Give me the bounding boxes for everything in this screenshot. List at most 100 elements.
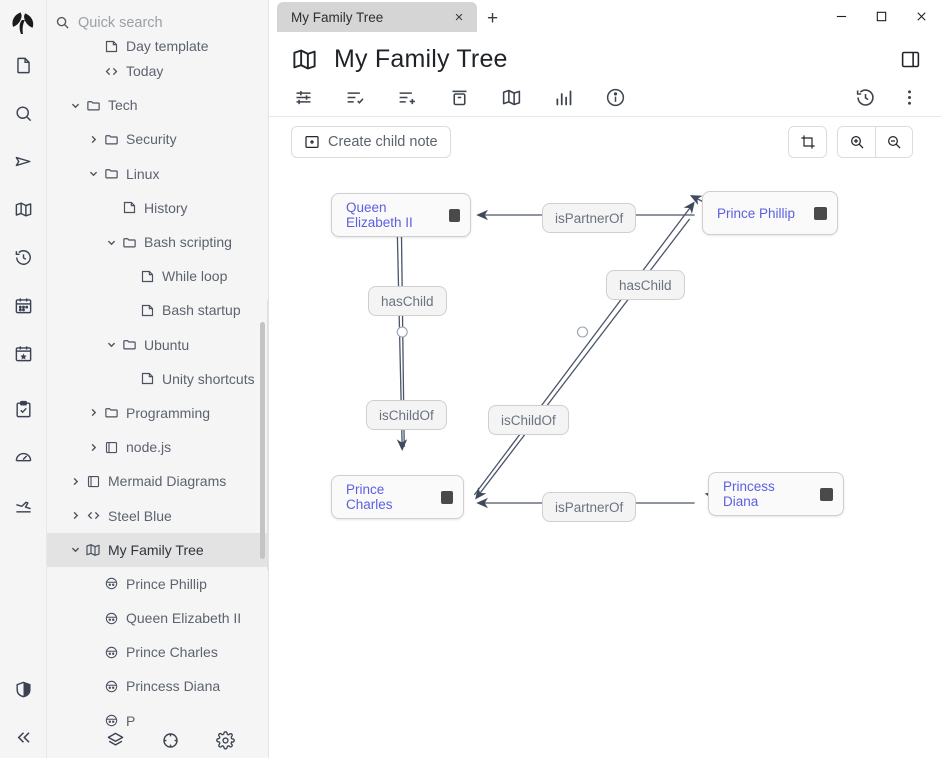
create-child-note-button[interactable]: Create child note <box>291 126 451 158</box>
edge-label-haschild[interactable]: hasChild <box>368 286 447 316</box>
map-icon[interactable] <box>499 86 523 110</box>
chevron-right-icon[interactable] <box>67 473 83 489</box>
graph-node-phillip[interactable]: Prince Phillip <box>702 191 838 235</box>
tree-item-unity-shortcuts[interactable]: Unity shortcuts <box>47 362 268 396</box>
tree-item-node-js[interactable]: node.js <box>47 430 268 464</box>
rail-item-dashboard[interactable] <box>5 442 41 472</box>
archive-icon[interactable] <box>447 86 471 110</box>
icon-rail <box>0 0 47 758</box>
graph-node-handle[interactable] <box>449 208 460 222</box>
tree-item-programming[interactable]: Programming <box>47 396 268 430</box>
minimize-button[interactable] <box>821 0 861 32</box>
chevron-right-icon[interactable] <box>85 439 101 455</box>
sliders-icon[interactable] <box>291 86 315 110</box>
rail-item-protected-session[interactable] <box>5 674 41 704</box>
tab-strip: My Family Tree × + <box>269 0 508 32</box>
edge-label-ispartnerof[interactable]: isPartnerOf <box>542 203 637 233</box>
graph-node-charles[interactable]: Prince Charles <box>331 475 464 519</box>
edge-label-ischildof[interactable]: isChildOf <box>366 400 447 430</box>
crop-icon[interactable] <box>789 127 826 157</box>
bar-chart-icon[interactable] <box>551 86 575 110</box>
rail-item-recent-changes[interactable] <box>5 242 41 272</box>
code-icon <box>101 64 121 79</box>
rail-collapse-button[interactable] <box>5 722 41 752</box>
tree-item-p[interactable]: P <box>47 704 268 738</box>
tree-item-bash-scripting[interactable]: Bash scripting <box>47 225 268 259</box>
tree-item-today[interactable]: Today <box>47 54 268 88</box>
chevron-right-icon[interactable] <box>85 405 101 421</box>
list-plus-icon[interactable] <box>395 86 419 110</box>
new-tab-button[interactable]: + <box>487 7 499 29</box>
list-check-icon[interactable] <box>343 86 367 110</box>
tree-item-security[interactable]: Security <box>47 122 268 156</box>
graph-node-queen[interactable]: Queen Elizabeth II <box>331 193 471 237</box>
tab-my-family-tree[interactable]: My Family Tree × <box>277 2 477 32</box>
tree-item-while-loop[interactable]: While loop <box>47 259 268 293</box>
rail-item-note-map[interactable] <box>5 194 41 224</box>
rail-item-travel[interactable] <box>5 490 41 520</box>
note-toolbar-right <box>853 86 927 110</box>
quick-search-input[interactable]: Quick search <box>78 14 163 31</box>
tree-item-history[interactable]: History <box>47 191 268 225</box>
note-icon <box>119 200 139 215</box>
edge-label-haschild[interactable]: hasChild <box>606 270 685 300</box>
graph-node-diana[interactable]: Princess Diana <box>708 472 844 516</box>
maximize-button[interactable] <box>861 0 901 32</box>
tree-item-mermaid-diagrams[interactable]: Mermaid Diagrams <box>47 464 268 498</box>
layers-icon[interactable] <box>106 731 125 750</box>
sidebar-scrollbar[interactable] <box>260 322 265 559</box>
window-controls <box>821 0 941 32</box>
zoom-out-icon[interactable] <box>875 127 912 157</box>
rail-item-tasks[interactable] <box>5 394 41 424</box>
graph-node-label: Princess Diana <box>723 479 775 509</box>
tab-close-icon[interactable]: × <box>454 8 464 26</box>
chevron-down-icon[interactable] <box>67 542 83 558</box>
tree-item-prince-phillip[interactable]: Prince Phillip <box>47 567 268 601</box>
chevron-right-icon[interactable] <box>85 131 101 147</box>
quick-search-bar[interactable]: Quick search <box>47 0 268 45</box>
tree-item-steel-blue[interactable]: Steel Blue <box>47 498 268 532</box>
chevron-down-icon[interactable] <box>85 166 101 182</box>
chevron-down-icon[interactable] <box>67 97 83 113</box>
graph-node-label: Prince Phillip <box>717 205 796 221</box>
tree-item-tech[interactable]: Tech <box>47 88 268 122</box>
graph-node-handle[interactable] <box>820 487 833 501</box>
graph-node-handle[interactable] <box>814 206 827 220</box>
tree-item-bash-startup[interactable]: Bash startup <box>47 293 268 327</box>
rail-item-jump-to[interactable] <box>5 146 41 176</box>
book-icon <box>101 440 121 455</box>
tree-item-ubuntu[interactable]: Ubuntu <box>47 328 268 362</box>
gear-icon[interactable] <box>215 731 235 750</box>
history-icon[interactable] <box>853 86 877 110</box>
rail-item-calendar[interactable] <box>5 290 41 320</box>
chevron-down-icon[interactable] <box>103 337 119 353</box>
more-vertical-icon[interactable] <box>897 86 921 110</box>
zoom-in-icon[interactable] <box>838 127 875 157</box>
tree-item-prince-charles[interactable]: Prince Charles <box>47 635 268 669</box>
graph-node-handle[interactable] <box>440 490 453 504</box>
page-title[interactable]: My Family Tree <box>334 44 508 73</box>
chevron-down-icon[interactable] <box>103 234 119 250</box>
tree-item-linux[interactable]: Linux <box>47 157 268 191</box>
edge-label-ispartnerof[interactable]: isPartnerOf <box>542 492 637 522</box>
chevron-right-icon[interactable] <box>67 508 83 524</box>
tree-item-princess-diana[interactable]: Princess Diana <box>47 669 268 703</box>
rail-item-day-notes[interactable] <box>5 338 41 368</box>
note-icon <box>137 371 157 386</box>
rail-item-notes[interactable] <box>5 50 41 80</box>
relation-icon <box>101 576 121 591</box>
tree-item-day-template[interactable]: Day template <box>47 30 268 54</box>
tree-item-label: Steel Blue <box>108 507 172 524</box>
folder-icon <box>101 132 121 147</box>
edge-label-ischildof[interactable]: isChildOf <box>488 405 569 435</box>
info-icon[interactable] <box>603 86 627 110</box>
right-panel-toggle-icon[interactable] <box>900 49 927 70</box>
tree-item-my-family-tree[interactable]: My Family Tree <box>47 532 268 567</box>
note-toolbar-icons <box>291 86 627 110</box>
globe-icon[interactable] <box>161 731 180 750</box>
tree-item-queen-elizabeth-ii[interactable]: Queen Elizabeth II <box>47 601 268 635</box>
rail-item-search[interactable] <box>5 98 41 128</box>
close-button[interactable] <box>901 0 941 32</box>
